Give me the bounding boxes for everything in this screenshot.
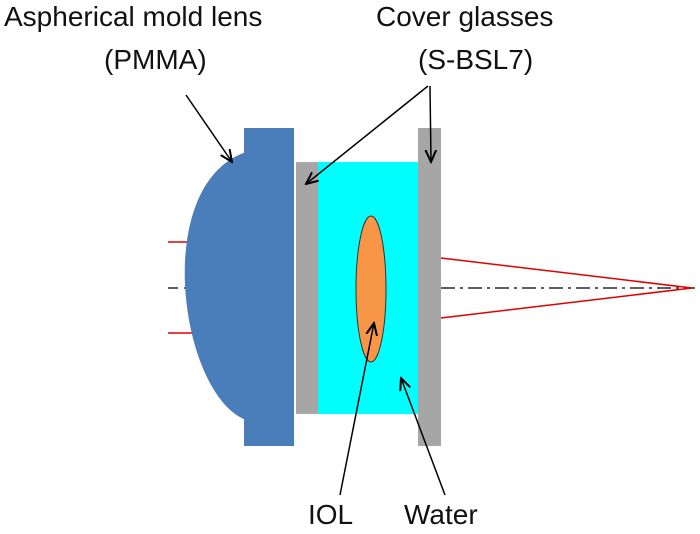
cover-title-label: Cover glasses — [376, 1, 554, 32]
cover-callout-arrow-left — [306, 85, 429, 184]
cover-callout-arrow-right — [430, 85, 431, 162]
iol-callout-arrow — [339, 323, 374, 496]
lens-callout-arrow — [185, 94, 232, 162]
cover-material-label: (S-BSL7) — [418, 44, 534, 75]
lens-title-label: Aspherical mold lens — [4, 1, 263, 32]
iol-label: IOL — [308, 499, 354, 530]
cover-glass-right — [418, 128, 441, 446]
water-label: Water — [404, 499, 478, 530]
water-callout-arrow — [401, 378, 446, 496]
focusing-ray-top — [440, 257, 693, 289]
lens-material-label: (PMMA) — [104, 44, 207, 75]
cover-glass-left — [296, 162, 318, 414]
iol-lens — [355, 215, 387, 363]
aspherical-lens-dome — [184, 152, 246, 420]
aspherical-lens-flange — [244, 128, 294, 446]
focusing-ray-bottom — [440, 287, 693, 319]
